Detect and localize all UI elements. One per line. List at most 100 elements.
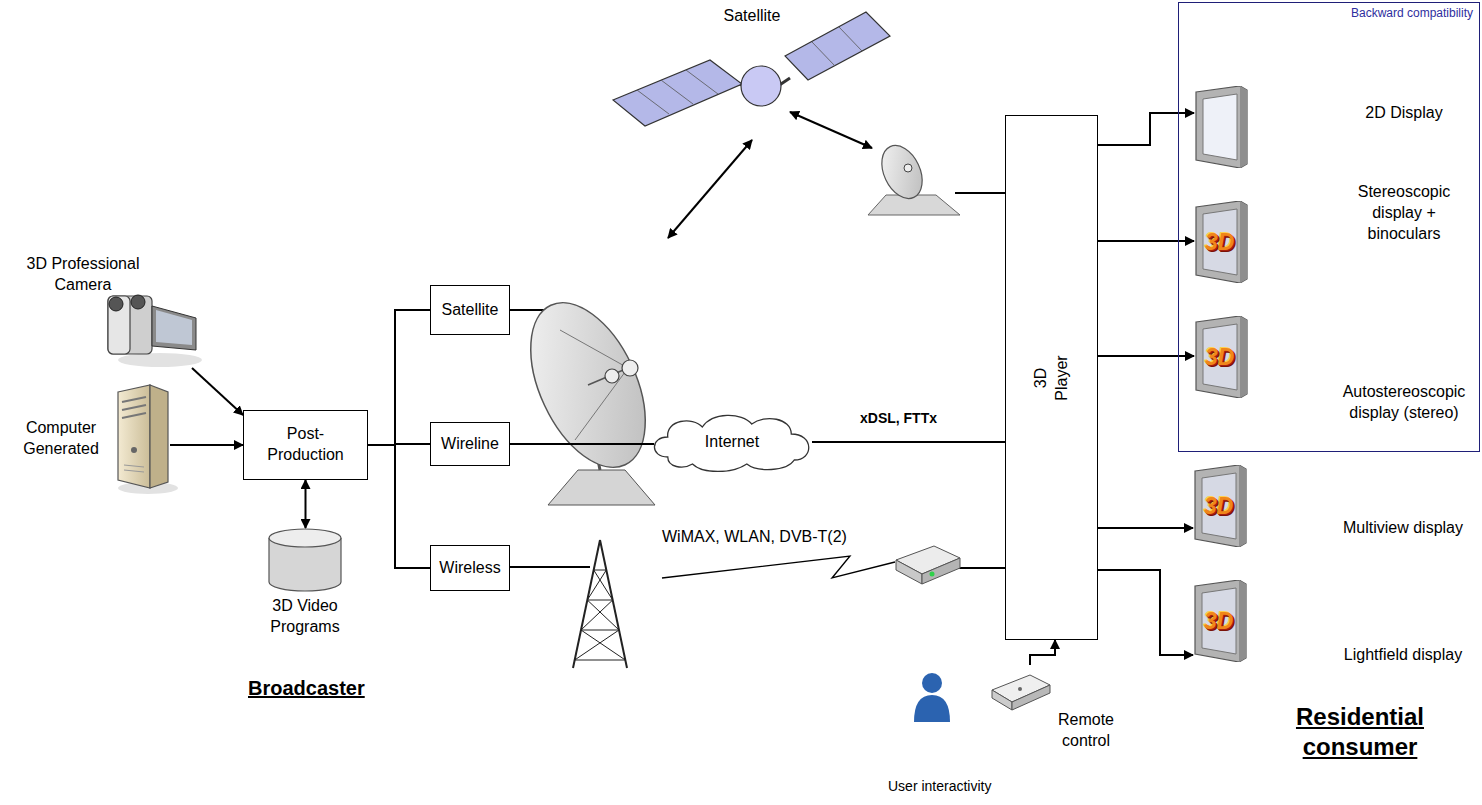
link-line [368,310,430,445]
remote-control-icon [992,675,1050,710]
disp-node: 3DAutostereoscopic display (stereo) [1194,316,1476,398]
link-line [510,443,654,445]
box-label: Satellite [442,300,499,321]
flow-arrow [1098,240,1194,242]
space-satellite-icon-part [661,80,693,104]
section-title: Broadcaster [248,676,365,701]
link-arrow-part [790,112,872,148]
computer-icon-part [122,405,146,410]
link-arrow [668,112,872,238]
flow-arrow [1030,640,1055,665]
antenna-tower-icon-part [587,600,612,601]
link-line [368,445,430,568]
modem-icon-part [896,560,922,584]
uplink-dish-icon-part [605,369,619,383]
box-label: Post- Production [252,424,359,466]
display-frame [1196,316,1247,398]
antenna-tower-icon-part [594,570,607,571]
cloud-label: Internet [705,432,759,453]
cloud-node: Internet [648,412,816,472]
display-label: Stereoscopic display + binoculars [1334,182,1474,244]
computer-icon-part [124,465,144,467]
modem-icon-part [930,572,935,577]
cloud-outline [654,415,808,471]
database-cylinder [267,528,343,592]
link-label: WiMAX, WLAN, DVB-T(2) [662,527,847,547]
display-side [1240,201,1247,283]
camera-icon-part [108,296,152,354]
display-screen [1202,473,1236,539]
flow-arrow [1098,113,1194,145]
flow-arrow [192,368,243,415]
computer-icon-part [122,397,146,402]
display-screen [1203,94,1237,160]
computer-icon-part [118,385,150,488]
flow-arrow [1098,355,1194,357]
modem-icon-part [958,567,1005,569]
display-frame [1196,86,1247,168]
uplink-dish-icon-part [548,470,655,505]
pc-node: Computer Generated [10,382,170,492]
camera-icon-part [108,296,130,354]
antenna-tower-icon-part [573,540,600,668]
camera-icon-part [131,295,145,309]
camera-icon-part [156,310,192,345]
display-3d-logo: 3D [1205,346,1234,369]
antenna-tower-icon-part [575,660,626,661]
space-satellite-icon-part [613,60,742,126]
uplink-dish-icon [507,285,668,505]
user-icon [914,673,950,722]
modem-icon [896,546,1005,584]
box-label: Wireless [439,558,500,579]
display-3d-logo: 3D [1204,610,1233,633]
radio-link-symbol-part [662,556,895,578]
uplink-dish-icon-part [622,360,638,376]
sat-node: Satellite [612,6,892,131]
camera-icon-part [109,297,123,311]
player-node: 3D Player [1005,115,1098,640]
space-satellite-icon-part [741,66,781,106]
remote-label: Remote control [1053,710,1119,752]
display-label: 2D Display [1334,103,1474,124]
modem-icon-part [922,558,960,584]
display-label: Autostereoscopic display (stereo) [1334,382,1474,424]
computer-icon [118,385,178,494]
process-box: Satellite [430,285,510,335]
antenna-tower-icon-part [581,600,613,630]
antenna-tower-icon-part [600,540,627,668]
antenna-tower-icon-part [510,566,590,568]
camera-label: 3D Professional Camera [8,254,158,296]
radio-link-symbol [662,556,895,578]
cyl-node: 3D Video Programs [250,528,360,640]
receiver-dish-icon-part [874,139,930,205]
remote-control-icon-part [992,690,1012,710]
remote-control-icon-part [1018,687,1022,691]
receiver-dish-icon-part [955,192,1005,194]
flow-arrow [305,480,307,528]
disp-node: 3D Multiview display [1193,465,1475,547]
disp-node: 2D Display [1194,86,1476,168]
antenna-tower-icon-part [587,570,606,600]
antenna-tower-icon-part [587,600,619,630]
display-screen [1202,588,1236,654]
process-box: Post- Production [243,410,368,480]
display-3d-logo: 3D [1204,495,1233,518]
cam-node: 3D Professional Camera [8,252,200,368]
database-label: 3D Video Programs [250,596,360,638]
receiver-dish-icon-part [904,164,912,172]
flow-arrow [1098,527,1193,529]
space-satellite-icon-part [812,42,835,66]
flow-arrow [170,444,243,446]
antenna-tower-icon-part [581,630,619,631]
computer-icon-part [124,470,144,472]
antenna-tower-icon-part [581,630,625,660]
uplink-dish-icon-part [560,330,628,368]
display-label: Multiview display [1333,518,1473,539]
computer-icon-part [150,385,168,488]
antenna-tower-icon [510,540,627,668]
box-label: Wireline [441,434,499,455]
disp-node: 3DStereoscopic display + binoculars [1194,201,1476,283]
